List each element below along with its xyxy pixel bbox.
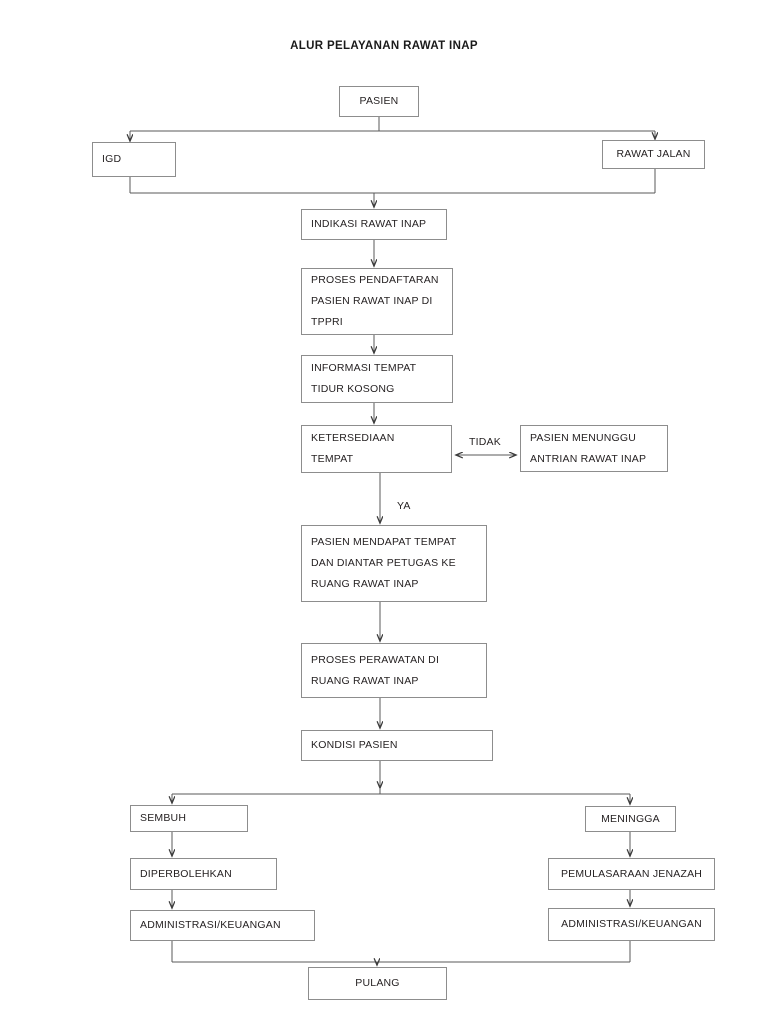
flow-node-label: PASIEN MENUNGGU xyxy=(530,431,637,444)
flow-node-informasi-tempat[interactable]: INFORMASI TEMPAT TIDUR KOSONG xyxy=(301,355,453,403)
flow-node-label: RUANG RAWAT INAP xyxy=(311,674,419,687)
flow-node-label: DAN DIANTAR PETUGAS KE xyxy=(311,557,456,569)
flow-node-indikasi[interactable]: INDIKASI RAWAT INAP xyxy=(301,209,447,240)
flow-node-label: RUANG RAWAT INAP xyxy=(311,578,419,590)
flow-node-pemulasaraan[interactable]: PEMULASARAAN JENAZAH xyxy=(548,858,715,890)
flow-node-label: INFORMASI TEMPAT xyxy=(311,362,417,374)
flow-node-label: SEMBUH xyxy=(140,812,187,824)
flow-node-label: ANTRIAN RAWAT INAP xyxy=(530,452,647,465)
flow-node-label: ADMINISTRASI/KEUANGAN xyxy=(140,919,281,931)
flow-node-meningga[interactable]: MENINGGA xyxy=(585,806,676,832)
flow-node-label: INDIKASI RAWAT INAP xyxy=(311,218,427,230)
flow-node-menunggu-antrian[interactable]: PASIEN MENUNGGU ANTRIAN RAWAT INAP xyxy=(520,425,668,472)
flow-node-label: RAWAT JALAN xyxy=(616,148,691,160)
flow-node-admin-kanan[interactable]: ADMINISTRASI/KEUANGAN xyxy=(548,908,715,941)
flow-node-label: KETERSEDIAAN xyxy=(311,432,395,444)
flow-node-label: PEMULASARAAN JENAZAH xyxy=(560,867,703,880)
flow-node-label: PROSES PERAWATAN DI xyxy=(311,653,440,666)
flow-node-mendapat-tempat[interactable]: PASIEN MENDAPAT TEMPAT DAN DIANTAR PETUGA… xyxy=(301,525,487,602)
flow-node-label: TIDUR KOSONG xyxy=(311,383,395,395)
flow-node-label: PASIEN RAWAT INAP DI xyxy=(311,295,433,307)
flow-node-pulang[interactable]: PULANG xyxy=(308,967,447,1000)
flow-node-kondisi-pasien[interactable]: KONDISI PASIEN xyxy=(301,730,493,761)
flow-node-label: PROSES PENDAFTARAN xyxy=(311,274,439,286)
flow-node-admin-kiri[interactable]: ADMINISTRASI/KEUANGAN xyxy=(130,910,315,941)
flow-node-label: DIPERBOLEHKAN xyxy=(140,867,232,880)
flow-node-label: TEMPAT xyxy=(311,453,354,465)
flow-node-label: MENINGGA xyxy=(601,812,660,825)
flow-node-igd[interactable]: IGD xyxy=(92,142,176,177)
flow-node-diperbolehkan[interactable]: DIPERBOLEHKAN xyxy=(130,858,277,890)
flow-node-sembuh[interactable]: SEMBUH xyxy=(130,805,248,832)
flow-node-rawat-jalan[interactable]: RAWAT JALAN xyxy=(602,140,705,169)
flow-node-pasien[interactable]: PASIEN xyxy=(339,86,419,117)
flow-node-pendaftaran[interactable]: PROSES PENDAFTARAN PASIEN RAWAT INAP DI TP… xyxy=(301,268,453,335)
flow-node-proses-perawatan[interactable]: PROSES PERAWATAN DI RUANG RAWAT INAP xyxy=(301,643,487,698)
page-title: ALUR PELAYANAN RAWAT INAP xyxy=(290,40,478,52)
edge-label-ya: YA xyxy=(397,500,411,512)
flow-node-label: PULANG xyxy=(355,977,400,989)
flow-node-label: ADMINISTRASI/KEUANGAN xyxy=(561,918,702,930)
flow-node-label: TPPRI xyxy=(311,316,343,328)
flow-node-label: KONDISI PASIEN xyxy=(311,739,398,751)
edge-label-tidak: TIDAK xyxy=(469,436,501,448)
flow-node-label: PASIEN MENDAPAT TEMPAT xyxy=(311,536,457,548)
flow-node-ketersediaan[interactable]: KETERSEDIAAN TEMPAT xyxy=(301,425,452,473)
flow-node-label: IGD xyxy=(102,153,122,165)
flow-node-label: PASIEN xyxy=(359,95,399,107)
